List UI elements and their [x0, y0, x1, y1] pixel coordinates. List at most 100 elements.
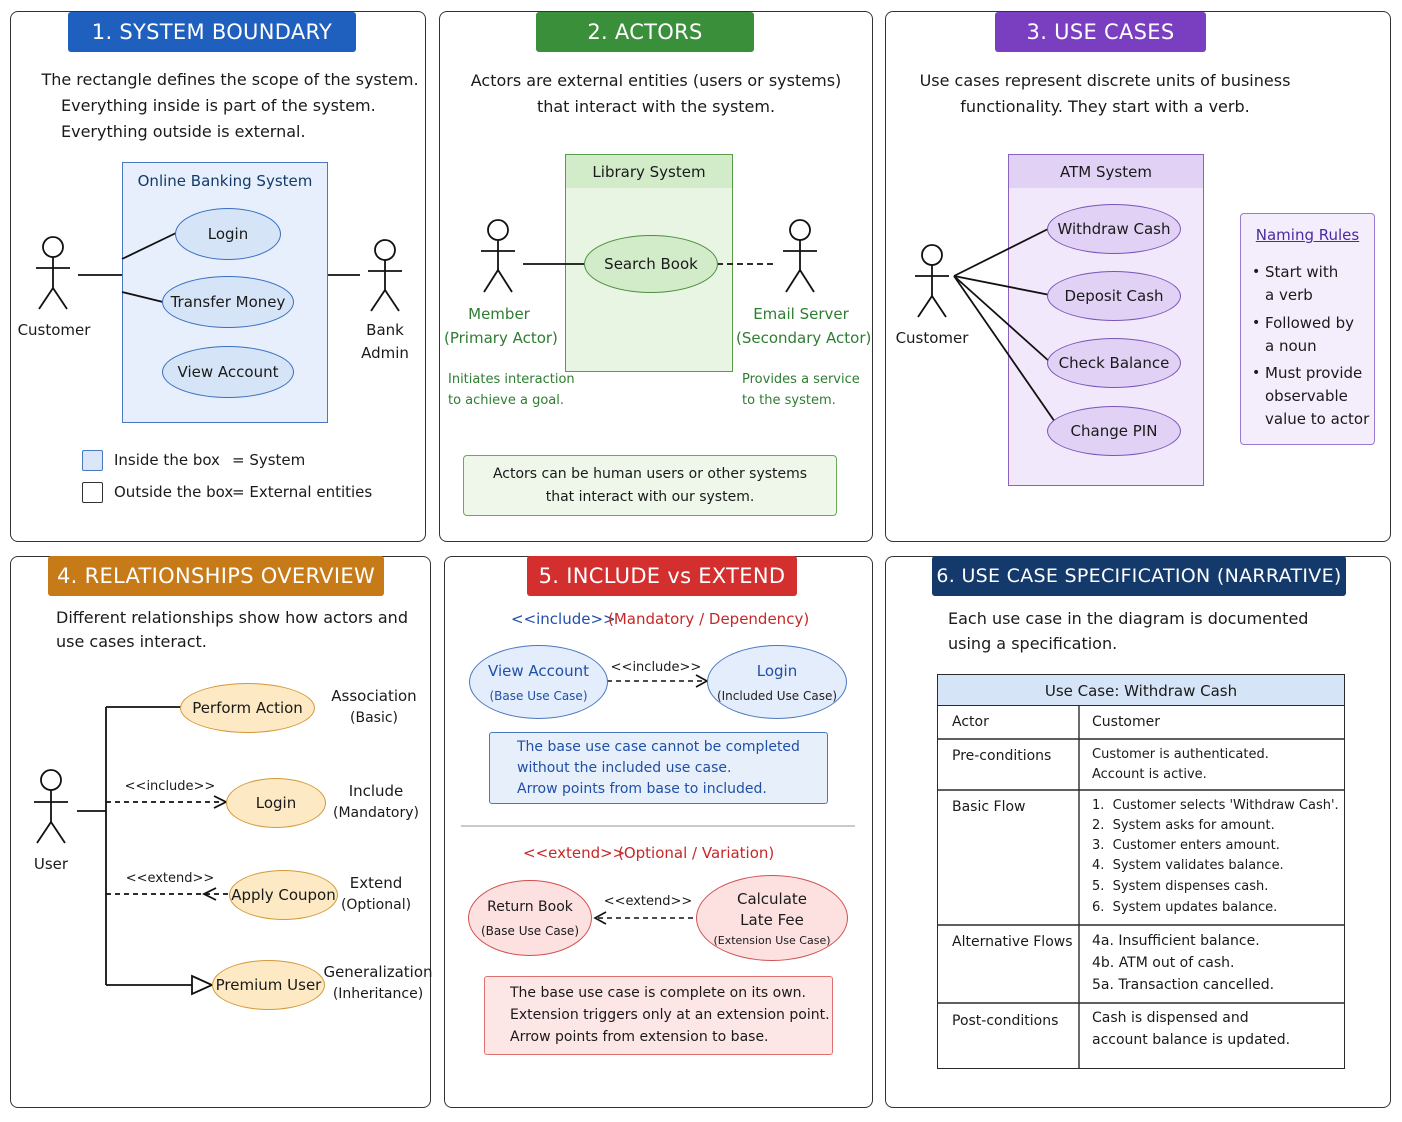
naming-rule-2-line-1: Followed by [1265, 314, 1354, 332]
view-account-name: View Account [488, 661, 589, 680]
panel-1-desc-3: Everything outside is external. [61, 122, 306, 141]
legend-inside-eq: = System [232, 451, 306, 469]
panel-4-title: 4. RELATIONSHIPS OVERVIEW [48, 556, 384, 596]
include-arrow-label: <<include>> [610, 660, 702, 675]
use-case-search-book[interactable]: Search Book [584, 235, 718, 293]
view-account-sub: (Base Use Case) [489, 688, 588, 703]
panel-1-desc-2: Everything inside is part of the system. [61, 96, 376, 115]
actor-email-server-role: (Secondary Actor) [736, 329, 872, 347]
use-case-change-pin[interactable]: Change PIN [1047, 406, 1181, 456]
actor-email-server-note-1: Provides a service [742, 372, 860, 387]
spec-key-basic-flow: Basic Flow [952, 799, 1026, 815]
library-system-label: Library System [592, 163, 706, 181]
use-case-premium-user[interactable]: Premium User [212, 960, 325, 1010]
relationship-extend-sub: (Optional) [340, 897, 412, 913]
use-case-check-balance[interactable]: Check Balance [1047, 338, 1181, 388]
legend-outside-eq: = External entities [232, 483, 373, 501]
panel-2-title: 2. ACTORS [536, 12, 754, 52]
use-case-apply-coupon[interactable]: Apply Coupon [229, 870, 338, 920]
use-case-transfer-money[interactable]: Transfer Money [162, 276, 294, 328]
spec-val-precond-1: Customer is authenticated. [1092, 747, 1269, 762]
actor-atm-customer-label: Customer [895, 329, 969, 347]
include-tag: (Mandatory / Dependency) [608, 610, 810, 628]
use-case-view-account[interactable]: View Account [162, 346, 294, 398]
panel-3-desc-2: functionality. They start with a verb. [960, 97, 1250, 116]
use-case-perform-action[interactable]: Perform Action [180, 683, 315, 733]
legend-inside-swatch [82, 450, 103, 471]
use-case-view-account-base[interactable]: View Account (Base Use Case) [469, 645, 608, 719]
spec-val-alt-1: 4a. Insufficient balance. [1092, 933, 1260, 949]
relationship-include-sub: (Mandatory) [332, 805, 420, 821]
use-case-login[interactable]: Login [175, 208, 281, 260]
panel-2-desc-1: Actors are external entities (users or s… [470, 71, 842, 90]
atm-system-label: ATM System [1060, 163, 1152, 181]
relationship-include-label: Include [348, 782, 404, 800]
library-system-header [566, 155, 732, 188]
actor-member-note-1: Initiates interaction [448, 372, 575, 387]
panel-1-title: 1. SYSTEM BOUNDARY [68, 12, 356, 52]
actors-info-line-1: Actors can be human users or other syste… [492, 466, 808, 482]
spec-val-post-1: Cash is dispensed and [1092, 1010, 1249, 1026]
spec-val-basic-5: 5. System dispenses cash. [1092, 879, 1269, 894]
naming-rule-bullet-3: • [1252, 365, 1261, 381]
actor-customer-label: Customer [17, 321, 91, 339]
spec-table-title: Use Case: Withdraw Cash [1044, 682, 1238, 700]
spec-val-basic-2: 2. System asks for amount. [1092, 818, 1275, 833]
naming-rule-3-line-3: value to actor [1265, 410, 1370, 428]
use-case-return-book-base[interactable]: Return Book (Base Use Case) [468, 880, 592, 956]
spec-val-basic-1: 1. Customer selects 'Withdraw Cash'. [1092, 798, 1339, 813]
legend-outside-label: Outside the box [114, 483, 234, 501]
naming-rule-bullet-2: • [1252, 315, 1261, 331]
late-fee-name-2: Late Fee [740, 910, 804, 929]
spec-val-basic-6: 6. System updates balance. [1092, 900, 1278, 915]
actors-info-box [463, 455, 837, 516]
use-case-login-included[interactable]: Login (Included Use Case) [707, 645, 847, 719]
relationship-association-sub: (Basic) [350, 710, 398, 726]
use-case-login-rel[interactable]: Login [226, 778, 326, 828]
spec-val-alt-3: 5a. Transaction cancelled. [1092, 977, 1275, 993]
include-info-box [489, 732, 828, 804]
use-case-deposit-cash[interactable]: Deposit Cash [1047, 271, 1181, 321]
late-fee-sub: (Extension Use Case) [713, 933, 831, 947]
naming-rules-box [1240, 213, 1375, 445]
spec-key-actor: Actor [952, 714, 989, 730]
return-book-name: Return Book [487, 898, 573, 915]
naming-rule-3-line-2: observable [1265, 387, 1348, 405]
actor-email-server-name: Email Server [753, 305, 849, 323]
panel-2-desc-2: that interact with the system. [536, 97, 776, 116]
extend-tag: (Optional / Variation) [618, 844, 775, 862]
extend-info-line-1: The base use case is complete on its own… [510, 985, 807, 1001]
relationship-extend-label: Extend [349, 874, 403, 892]
use-case-calculate-late-fee[interactable]: Calculate Late Fee (Extension Use Case) [696, 875, 848, 961]
actor-member-name: Member [468, 305, 530, 323]
naming-rule-1-line-1: Start with [1265, 263, 1339, 281]
spec-val-actor: Customer [1092, 714, 1161, 730]
spec-val-basic-3: 3. Customer enters amount. [1092, 838, 1280, 853]
spec-val-basic-4: 4. System validates balance. [1092, 858, 1284, 873]
panel-3-desc-1: Use cases represent discrete units of bu… [919, 71, 1291, 90]
login-included-sub: (Included Use Case) [716, 688, 838, 703]
spec-table-frame [937, 674, 1345, 1069]
panel-use-case-specification [885, 556, 1391, 1108]
panel-4-desc-2: use cases interact. [56, 632, 207, 651]
include-stereotype-label: <<include>> [124, 779, 216, 794]
extend-info-line-3: Arrow points from extension to base. [510, 1029, 769, 1045]
actor-bank-admin-label-2: Admin [361, 344, 409, 362]
use-case-withdraw-cash[interactable]: Withdraw Cash [1047, 204, 1181, 254]
actors-info-line-2: that interact with our system. [545, 489, 755, 505]
panel-1-desc-1: The rectangle defines the scope of the s… [41, 70, 419, 89]
relationship-association-label: Association [331, 687, 417, 705]
naming-rule-2-line-2: a noun [1265, 337, 1317, 355]
panel-6-title: 6. USE CASE SPECIFICATION (NARRATIVE) [932, 556, 1346, 596]
relationship-generalization-label: Generalization [323, 963, 433, 981]
legend-outside-swatch [82, 482, 103, 503]
spec-key-preconditions: Pre-conditions [952, 748, 1052, 764]
include-info-line-3: Arrow points from base to included. [517, 781, 767, 797]
online-banking-system-label: Online Banking System [137, 172, 313, 190]
naming-rule-bullet-1: • [1252, 264, 1261, 280]
panel-relationships [10, 556, 431, 1108]
login-included-name: Login [756, 661, 798, 680]
